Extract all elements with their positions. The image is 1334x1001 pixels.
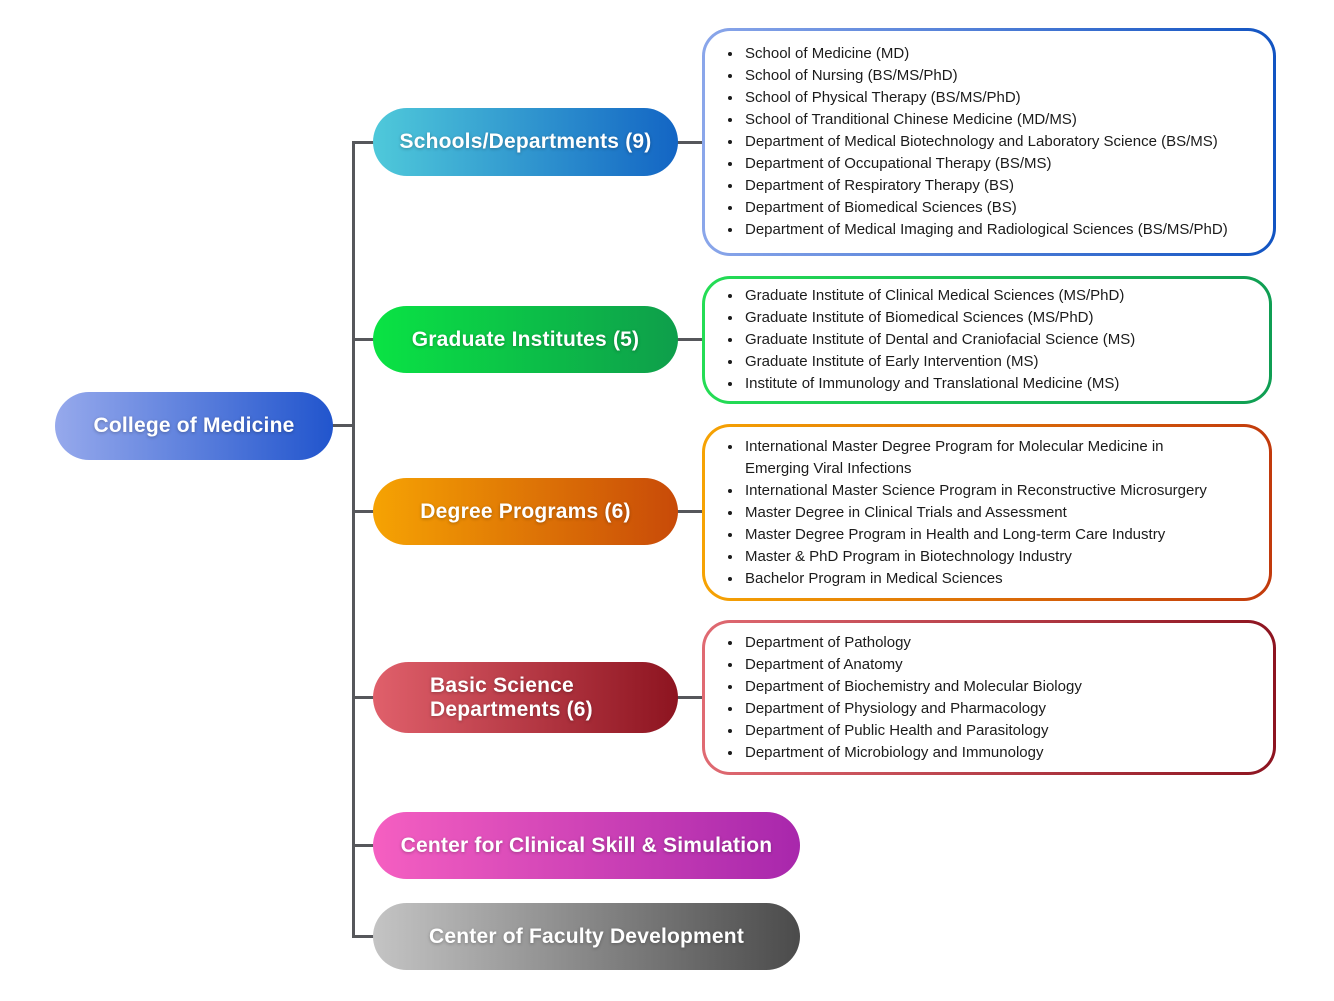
root-node-college-of-medicine: College of Medicine [55, 392, 333, 460]
list-item: Department of Medical Biotechnology and … [743, 131, 1243, 153]
list-item: Institute of Immunology and Translationa… [743, 373, 1243, 395]
list-item: School of Medicine (MD) [743, 43, 1243, 65]
list-box-body: International Master Degree Program for … [705, 427, 1269, 598]
list-item: Department of Pathology [743, 632, 1243, 654]
list-item: Department of Biomedical Sciences (BS) [743, 197, 1243, 219]
degree-programs-list-box: International Master Degree Program for … [702, 424, 1272, 601]
branch-label: Center for Clinical Skill & Simulation [400, 833, 773, 857]
list-item: Department of Physiology and Pharmacolog… [743, 698, 1243, 720]
box-connector-3 [676, 510, 704, 513]
branch-node-basic-science-departments: Basic Science Departments (6) [373, 662, 678, 733]
box-connector-2 [676, 338, 704, 341]
list-box-body: School of Medicine (MD)School of Nursing… [705, 31, 1273, 253]
list-item: Graduate Institute of Early Intervention… [743, 351, 1243, 373]
box-connector-1 [676, 141, 704, 144]
list-item: Department of Anatomy [743, 654, 1243, 676]
branch-node-center-clinical-skill-simulation: Center for Clinical Skill & Simulation [373, 812, 800, 879]
list-item: International Master Degree Program for … [743, 436, 1221, 480]
branch-label: Degree Programs (6) [420, 499, 631, 523]
basic-science-departments-list-box: Department of PathologyDepartment of Ana… [702, 620, 1276, 775]
list-item: Master Degree Program in Health and Long… [743, 524, 1221, 546]
branch-label: Center of Faculty Development [428, 924, 745, 948]
branch-node-degree-programs: Degree Programs (6) [373, 478, 678, 545]
list-item: Department of Medical Imaging and Radiol… [743, 219, 1243, 241]
list-item: Department of Respiratory Therapy (BS) [743, 175, 1243, 197]
schools-departments-items: School of Medicine (MD)School of Nursing… [721, 43, 1243, 241]
list-item: School of Physical Therapy (BS/MS/PhD) [743, 87, 1243, 109]
branch-connector-2 [353, 338, 374, 341]
list-item: Department of Public Health and Parasito… [743, 720, 1243, 742]
list-item: Graduate Institute of Biomedical Science… [743, 307, 1243, 329]
list-box-body: Department of PathologyDepartment of Ana… [705, 623, 1273, 772]
list-item: Graduate Institute of Dental and Craniof… [743, 329, 1243, 351]
list-item: Department of Biochemistry and Molecular… [743, 676, 1243, 698]
list-item: Department of Occupational Therapy (BS/M… [743, 153, 1243, 175]
branch-connector-5 [353, 844, 374, 847]
box-connector-4 [676, 696, 704, 699]
root-node-label: College of Medicine [93, 414, 295, 437]
list-item: Department of Microbiology and Immunolog… [743, 742, 1243, 764]
branch-label: Graduate Institutes (5) [411, 327, 640, 351]
branch-connector-1 [353, 141, 374, 144]
branch-connector-3 [353, 510, 374, 513]
branch-label: Schools/Departments (9) [399, 130, 652, 153]
branch-node-graduate-institutes: Graduate Institutes (5) [373, 306, 678, 373]
list-item: School of Nursing (BS/MS/PhD) [743, 65, 1243, 87]
list-item: International Master Science Program in … [743, 480, 1221, 502]
basic-science-departments-items: Department of PathologyDepartment of Ana… [721, 632, 1243, 764]
branch-connector-6 [353, 935, 374, 938]
list-item: Master Degree in Clinical Trials and Ass… [743, 502, 1221, 524]
trunk-line [352, 141, 355, 938]
branch-node-center-faculty-development: Center of Faculty Development [373, 903, 800, 970]
list-item: Graduate Institute of Clinical Medical S… [743, 285, 1243, 307]
list-item: Master & PhD Program in Biotechnology In… [743, 546, 1221, 568]
branch-connector-4 [353, 696, 374, 699]
branch-label: Basic Science Departments (6) [430, 673, 593, 721]
degree-programs-items: International Master Degree Program for … [721, 436, 1221, 590]
branch-node-schools-departments: Schools/Departments (9) [373, 108, 678, 176]
list-item: Bachelor Program in Medical Sciences [743, 568, 1221, 590]
list-item: School of Tranditional Chinese Medicine … [743, 109, 1243, 131]
list-box-body: Graduate Institute of Clinical Medical S… [705, 279, 1269, 401]
graduate-institutes-list-box: Graduate Institute of Clinical Medical S… [702, 276, 1272, 404]
graduate-institutes-items: Graduate Institute of Clinical Medical S… [721, 285, 1243, 395]
schools-departments-list-box: School of Medicine (MD)School of Nursing… [702, 28, 1276, 256]
root-branch-connector [330, 424, 354, 427]
